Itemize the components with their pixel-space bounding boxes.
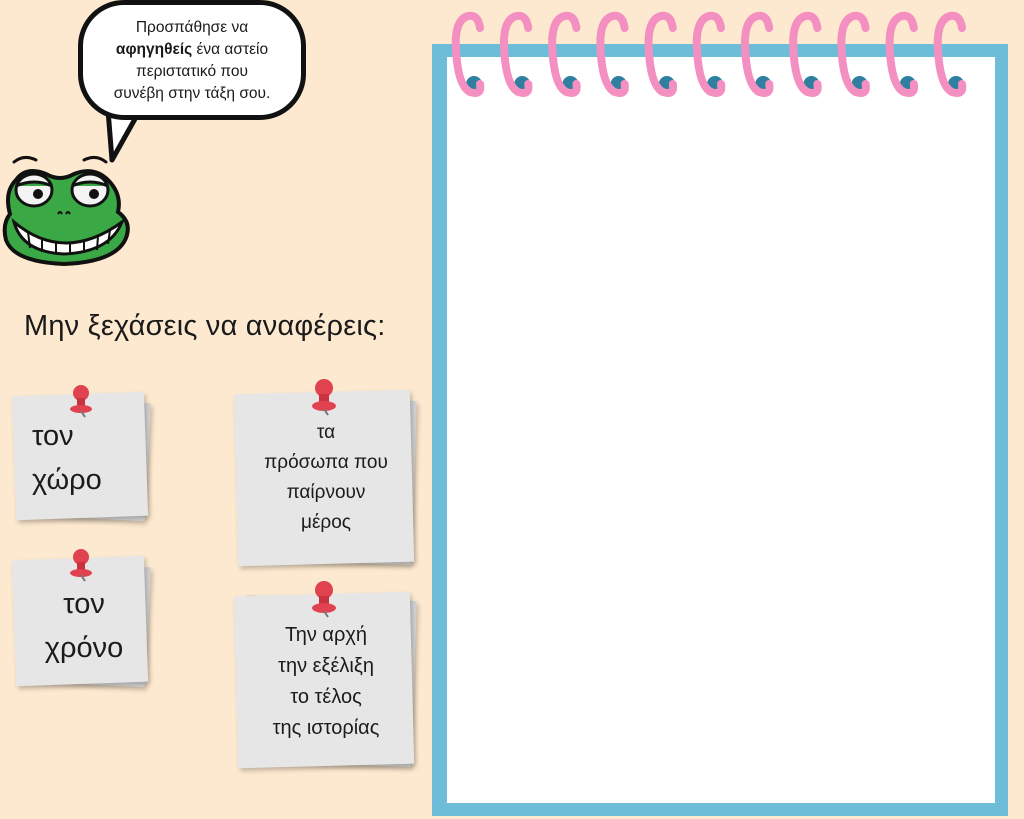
note-line: τα bbox=[316, 422, 336, 443]
spiral-binding bbox=[451, 11, 967, 97]
note-line: πρόσωπα που bbox=[264, 452, 388, 473]
bubble-line-3: περιστατικό που bbox=[136, 63, 248, 80]
spiral-ring-icon bbox=[451, 11, 485, 97]
note-line: παίρνουν bbox=[286, 482, 366, 503]
spiral-ring-icon bbox=[885, 11, 919, 97]
note-line: Την αρχή bbox=[285, 624, 367, 646]
sticky-note-story-structure: Την αρχή την εξέλιξη το τέλος της ιστορί… bbox=[233, 580, 418, 770]
reminder-heading: Μην ξεχάσεις να αναφέρεις: bbox=[24, 310, 386, 342]
spiral-ring-icon bbox=[933, 11, 967, 97]
notebook-writing-area[interactable] bbox=[447, 57, 995, 803]
pushpin-icon bbox=[312, 379, 336, 416]
spiral-ring-icon bbox=[740, 11, 774, 97]
spiral-ring-icon bbox=[837, 11, 870, 97]
spiral-ring-icon bbox=[499, 11, 533, 97]
speech-bubble: Προσπάθησε να αφηγηθείς ένα αστείο περισ… bbox=[78, 0, 306, 120]
sticky-note-time: τον χρόνο bbox=[11, 548, 154, 693]
spiral-ring-icon bbox=[548, 11, 581, 97]
note-line: χρόνο bbox=[44, 632, 124, 664]
spiral-ring-icon bbox=[596, 11, 629, 97]
spiral-ring-icon bbox=[692, 11, 726, 97]
note-line: χώρο bbox=[32, 464, 102, 496]
spiral-ring-icon bbox=[789, 11, 822, 97]
note-line: το τέλος bbox=[290, 686, 362, 708]
speech-bubble-text: Προσπάθησε να αφηγηθείς ένα αστείο περισ… bbox=[114, 17, 271, 105]
pushpin-icon bbox=[70, 549, 92, 582]
note-line: της ιστορίας bbox=[272, 717, 380, 739]
bubble-line-2: ένα αστείο bbox=[192, 41, 269, 58]
bubble-line-4: συνέβη στην τάξη σου. bbox=[113, 85, 271, 102]
sticky-note-characters: τα πρόσωπα που παίρνουν μέρος bbox=[233, 378, 418, 570]
note-line: τον bbox=[32, 420, 74, 452]
frog-mascot-icon bbox=[2, 155, 130, 267]
spiral-ring-icon bbox=[644, 11, 678, 97]
pushpin-icon bbox=[70, 385, 92, 418]
sticky-note-place: τον χώρο bbox=[11, 384, 154, 529]
note-line: την εξέλιξη bbox=[278, 655, 374, 677]
note-line: τον bbox=[63, 588, 105, 620]
bubble-bold-word: αφηγηθείς bbox=[115, 41, 193, 58]
note-line: μέρος bbox=[301, 512, 351, 533]
bubble-line-1: Προσπάθησε να bbox=[135, 19, 249, 36]
pushpin-icon bbox=[312, 581, 336, 618]
